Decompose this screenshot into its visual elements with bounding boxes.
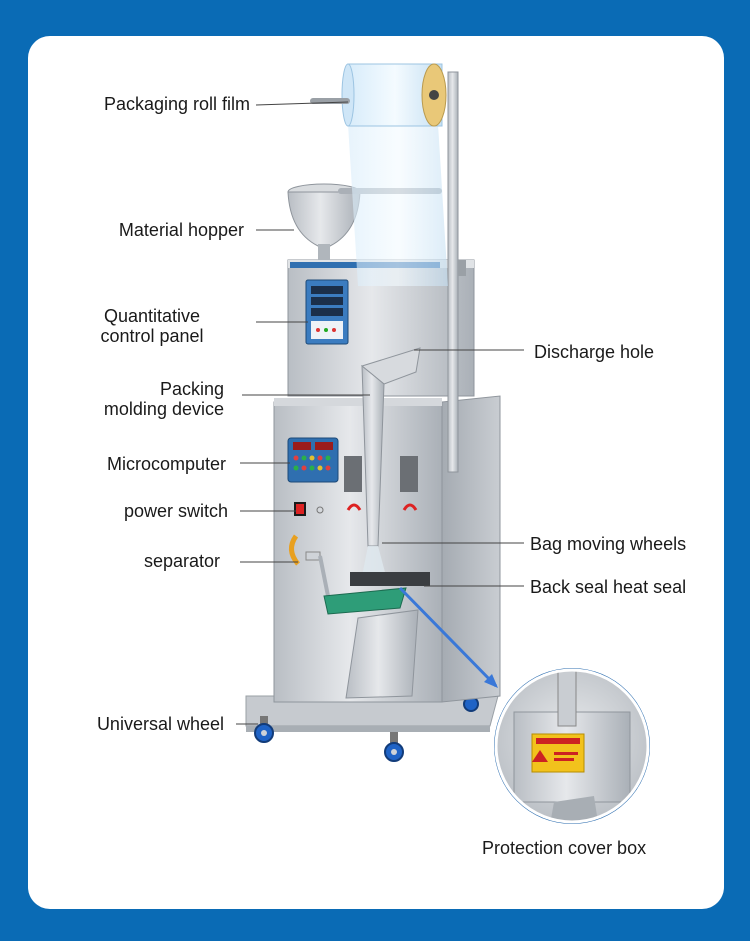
label-packing-line1: Packing xyxy=(159,379,224,399)
label-universal-wheel: Universal wheel xyxy=(96,714,224,734)
diagram-card: Packaging roll film Material hopper Quan… xyxy=(28,36,724,909)
label-back-seal-heat-seal: Back seal heat seal xyxy=(530,577,687,597)
packing-molding-device xyxy=(360,347,421,576)
power-switch xyxy=(294,502,324,516)
universal-wheel-front-left xyxy=(254,716,274,743)
machine-illustration xyxy=(236,63,650,824)
bag-moving-wheels xyxy=(344,456,418,511)
packaging-roll-film xyxy=(310,63,448,286)
microcomputer-panel xyxy=(287,437,339,483)
label-power-switch: power switch xyxy=(123,501,228,521)
zoom-arrow xyxy=(398,586,498,688)
label-quantitative-control-panel: Quantitative control panel xyxy=(80,306,224,346)
label-separator: separator xyxy=(143,551,220,571)
universal-wheel-front-right xyxy=(384,732,404,762)
label-packing-molding-device: Packing molding device xyxy=(48,379,224,419)
label-packing-line2: molding device xyxy=(103,399,224,419)
leader-packaging-roll-film xyxy=(255,101,349,106)
quantitative-control-panel xyxy=(305,279,349,345)
label-protection-cover-box: Protection cover box xyxy=(482,838,647,858)
back-seal-heat-seal xyxy=(323,572,430,615)
film-frame-bar xyxy=(447,71,466,473)
leader-lines xyxy=(236,101,524,725)
protection-cover-box-zoom xyxy=(494,668,650,824)
discharge-chute xyxy=(345,609,419,699)
label-material-hopper: Material hopper xyxy=(118,220,244,240)
label-bag-moving-wheels: Bag moving wheels xyxy=(530,534,687,554)
label-microcomputer: Microcomputer xyxy=(106,454,226,474)
label-discharge-hole: Discharge hole xyxy=(534,342,655,362)
label-control-panel-line2: control panel xyxy=(100,326,204,346)
label-control-panel-line1: Quantitative xyxy=(103,306,201,326)
label-packaging-roll-film: Packaging roll film xyxy=(103,94,250,114)
